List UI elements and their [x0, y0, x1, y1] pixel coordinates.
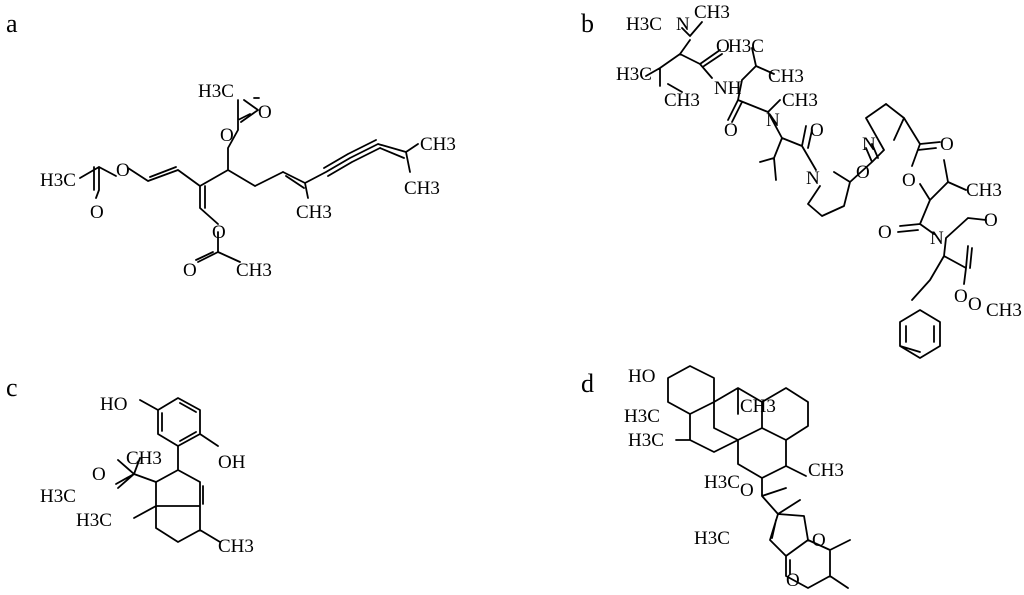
atom-b-17: O [902, 170, 916, 191]
atom-d-9: O [786, 570, 800, 591]
atom-b-12: O [810, 120, 824, 141]
atom-a-7: O [183, 260, 197, 281]
atom-b-2: CH3 [694, 2, 730, 23]
atom-c-0: HO [100, 394, 127, 415]
atom-b-11: O [724, 120, 738, 141]
atom-b-8: NH [714, 78, 742, 99]
atom-d-0: HO [628, 366, 655, 387]
atom-b-16: O [940, 134, 954, 155]
atom-b-7: CH3 [768, 66, 804, 87]
atom-b-6: H3C [728, 36, 764, 57]
atom-d-3: CH3 [740, 396, 776, 417]
atom-d-6: O [740, 480, 754, 501]
panel-a: a H3C O O H3C O O O O CH3 CH3 CH3 CH3 [6, 9, 456, 281]
atom-a-1: O [116, 160, 130, 181]
atom-b-21: N [930, 228, 944, 249]
atom-a-2: O [90, 202, 104, 223]
panel-label-a: a [6, 9, 18, 38]
atom-d-5: CH3 [808, 460, 844, 481]
panel-d: d HO H3C H3C CH3 H3C CH3 O H3C O O [581, 365, 851, 591]
atom-d-7: H3C [694, 528, 730, 549]
atom-b-14: N [862, 134, 876, 155]
atom-c-1: OH [218, 452, 246, 473]
atom-c-4: CH3 [126, 448, 162, 469]
atom-a-3: H3C [198, 81, 234, 102]
atom-d-2: H3C [628, 430, 664, 451]
atom-b-0: H3C [626, 14, 662, 35]
atom-b-22: O [954, 286, 968, 307]
atom-b-24: CH3 [986, 300, 1022, 321]
structure-b-bonds [645, 21, 987, 359]
atom-a-10: CH3 [420, 134, 456, 155]
structure-c-bonds [115, 397, 221, 543]
atom-b-10: CH3 [782, 90, 818, 111]
atom-b-15: O [856, 162, 870, 183]
panel-label-c: c [6, 373, 18, 402]
atom-b-9: N [766, 110, 780, 131]
atom-a-0: H3C [40, 170, 76, 191]
atom-b-19: CH3 [966, 180, 1002, 201]
atom-c-2: H3C [40, 486, 76, 507]
panel-label-b: b [581, 9, 594, 38]
atom-b-23: O [968, 294, 982, 315]
panel-label-d: d [581, 369, 594, 398]
atom-a-6: O [212, 222, 226, 243]
atom-b-18: O [878, 222, 892, 243]
atom-d-8: O [812, 530, 826, 551]
atom-d-4: H3C [704, 472, 740, 493]
atom-a-8: CH3 [236, 260, 272, 281]
atom-d-1: H3C [624, 406, 660, 427]
atom-a-11: CH3 [404, 178, 440, 199]
structure-a-bonds [79, 97, 419, 263]
panel-c: c HO OH H3C O CH3 H3C CH3 [6, 373, 254, 557]
atom-a-4: O [258, 102, 272, 123]
atom-b-13: N [806, 168, 820, 189]
atom-c-5: H3C [76, 510, 112, 531]
atom-b-4: H3C [616, 64, 652, 85]
panel-b: b H3C N CH3 O H3C CH3 H3C CH3 NH N CH3 O… [581, 2, 1022, 359]
atom-b-3: O [716, 36, 730, 57]
atom-a-5: O [220, 125, 234, 146]
structure-d-bonds [667, 365, 851, 589]
atom-b-1: N [676, 14, 690, 35]
atom-a-9: CH3 [296, 202, 332, 223]
atom-b-5: CH3 [664, 90, 700, 111]
atom-c-6: CH3 [218, 536, 254, 557]
atom-b-20: O [984, 210, 998, 231]
atom-c-3: O [92, 464, 106, 485]
